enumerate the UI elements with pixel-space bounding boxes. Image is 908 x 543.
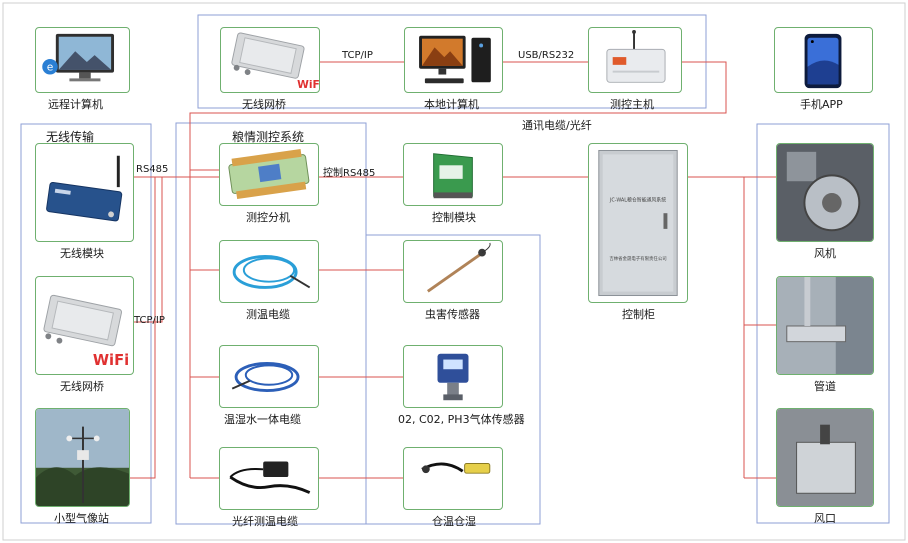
fiber-cable-label: 光纤测温电缆: [232, 515, 298, 528]
probe-sensor-icon: [426, 242, 491, 293]
control-host-label: 测控主机: [610, 98, 654, 111]
server-box-icon: [606, 29, 666, 83]
group-box-wireless: [20, 123, 152, 524]
link-rs485: RS485: [136, 164, 169, 175]
local-pc-label: 本地计算机: [424, 98, 479, 111]
vent-label: 风口: [814, 512, 836, 525]
fan-label: 风机: [814, 247, 836, 260]
group-title-grain: 粮情测控系统: [232, 130, 305, 144]
wireless-bridge-top-label: 无线网桥: [242, 98, 286, 111]
splitter-device-icon: [228, 149, 310, 200]
control-module-label: 控制模块: [432, 211, 476, 224]
group-box-sensors: [365, 234, 541, 525]
control-cabinet-icon: JC-WAL粮仓智能通风系统 吉林省金晟电子有限责任公司: [598, 149, 678, 297]
svg-text:WiFi: WiFi: [297, 78, 319, 91]
control-module-icon: [433, 153, 473, 199]
control-splitter-label: 测控分机: [246, 211, 290, 224]
phone-app-card[interactable]: [774, 27, 873, 93]
wireless-bridge-icon: WiFi: [43, 294, 129, 369]
wireless-module-label: 无线模块: [60, 247, 104, 260]
humidity-probe-icon: [421, 462, 491, 474]
smartphone-icon: [804, 33, 842, 89]
gas-detector-icon: [437, 353, 469, 401]
fan-icon: [777, 144, 873, 241]
temp-cable-label: 测温电缆: [246, 308, 290, 321]
link-tcpip-top: TCP/IP: [342, 50, 373, 61]
wire-bridge-left: [134, 177, 163, 323]
fiber-cable-card[interactable]: [219, 447, 319, 510]
link-usb-rs232: USB/RS232: [518, 50, 575, 61]
pipe-icon: [777, 277, 873, 374]
svg-text:JC-WAL粮仓智能通风系统: JC-WAL粮仓智能通风系统: [609, 196, 666, 203]
weather-station-card[interactable]: [35, 408, 130, 507]
remote-pc-card[interactable]: e: [35, 27, 130, 93]
control-splitter-card[interactable]: [219, 143, 319, 206]
group-box-actuators: [756, 123, 890, 524]
cable-coil-icon: [231, 361, 300, 392]
pest-sensor-card[interactable]: [403, 240, 503, 303]
remote-pc-label: 远程计算机: [48, 98, 103, 111]
local-pc-card[interactable]: [404, 27, 503, 93]
vent-icon: [777, 409, 873, 506]
wireless-bridge-icon: WiFi: [231, 32, 319, 91]
computer-icon: e: [42, 33, 115, 82]
control-cabinet-card[interactable]: JC-WAL粮仓智能通风系统 吉林省金晟电子有限责任公司: [588, 143, 688, 303]
wireless-bridge-left-card[interactable]: WiFi: [35, 276, 134, 375]
control-host-card[interactable]: [588, 27, 682, 93]
humidity-cable-label: 温湿水一体电缆: [224, 413, 301, 426]
vent-card[interactable]: [776, 408, 874, 507]
wire-weather: [130, 177, 156, 479]
svg-text:e: e: [47, 61, 54, 74]
gas-sensor-label: 02, C02, PH3气体传感器: [398, 413, 525, 426]
cable-coil-icon: [232, 255, 311, 289]
weather-station-label: 小型气像站: [54, 512, 109, 525]
group-title-wireless: 无线传输: [46, 130, 95, 144]
pipe-card[interactable]: [776, 276, 874, 375]
link-tcpip-left: TCP/IP: [134, 315, 165, 326]
wireless-module-card[interactable]: [35, 143, 134, 242]
phone-app-label: 手机APP: [800, 98, 843, 111]
wireless-bridge-top-card[interactable]: WiFi: [220, 27, 320, 93]
wire-host-splitter: [189, 61, 727, 171]
humidity-cable-card[interactable]: [219, 345, 319, 408]
pest-sensor-label: 虫害传感器: [425, 308, 480, 321]
weather-station-icon: [36, 409, 129, 506]
link-comm-cable: 通讯电缆/光纤: [522, 119, 592, 132]
wireless-module-icon: [46, 155, 123, 222]
svg-text:吉林省金晟电子有限责任公司: 吉林省金晟电子有限责任公司: [609, 255, 666, 262]
desktop-computer-icon: [419, 35, 491, 84]
link-control-rs485: 控制RS485: [323, 168, 376, 179]
pipe-label: 管道: [814, 380, 836, 393]
gas-sensor-card[interactable]: [403, 345, 503, 408]
fiber-cable-icon: [229, 461, 311, 494]
warehouse-sensor-label: 仓温仓湿: [432, 515, 476, 528]
warehouse-sensor-card[interactable]: [403, 447, 503, 510]
temp-cable-card[interactable]: [219, 240, 319, 303]
svg-text:WiFi: WiFi: [93, 352, 129, 369]
control-module-card[interactable]: [403, 143, 503, 206]
wireless-bridge-left-label: 无线网桥: [60, 380, 104, 393]
fan-card[interactable]: [776, 143, 874, 242]
control-cabinet-label: 控制柜: [622, 308, 655, 321]
